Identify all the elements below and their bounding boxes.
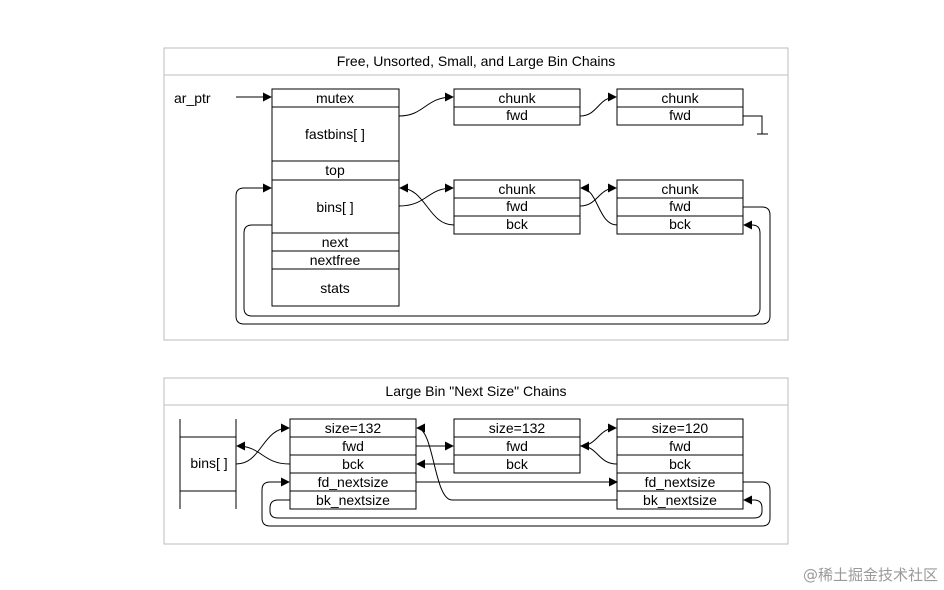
bins-to-chunk1-arrow bbox=[235, 423, 290, 465]
field-top: top bbox=[325, 162, 345, 178]
field-mutex: mutex bbox=[316, 90, 354, 106]
bin-chunk-2: chunk fwd bck bbox=[616, 179, 744, 235]
watermark: @稀土掘金技术社区 bbox=[803, 566, 938, 584]
fast-chunk-1-fwd: fwd bbox=[506, 107, 528, 123]
large-chunk-3-size: size=120 bbox=[652, 420, 709, 436]
field-next: next bbox=[322, 234, 349, 250]
fastbins-to-chunk-arrow bbox=[398, 92, 454, 117]
arena-struct: mutex fastbins[ ] top bins[ ] next nextf… bbox=[271, 88, 400, 307]
large-chunk-1-fwd: fwd bbox=[342, 438, 364, 454]
loop-bck-to-last-chunk bbox=[243, 220, 761, 317]
loop-fwd-back-to-bins bbox=[235, 183, 771, 325]
large-chunk-1-fd-nextsize: fd_nextsize bbox=[318, 474, 389, 490]
bins-bck-arrow bbox=[399, 183, 455, 226]
large-chunk-1-bk-nextsize: bk_nextsize bbox=[316, 492, 390, 508]
large-chunk-3: size=120 fwd bck fd_nextsize bk_nextsize bbox=[616, 418, 744, 510]
field-stats: stats bbox=[320, 280, 350, 296]
field-bins: bins[ ] bbox=[316, 199, 353, 215]
field-nextfree: nextfree bbox=[310, 252, 361, 268]
top-panel-title: Free, Unsorted, Small, and Large Bin Cha… bbox=[337, 53, 616, 69]
bottom-panel-title: Large Bin "Next Size" Chains bbox=[385, 383, 566, 399]
bk-nextsize-to-chunk1-arrow bbox=[416, 423, 617, 501]
fast-chunk-2-fwd: fwd bbox=[669, 107, 691, 123]
fast-chunk-2: chunk fwd bbox=[616, 88, 744, 126]
bottom-panel: Large Bin "Next Size" Chains bins[ ] siz… bbox=[163, 377, 789, 545]
large-chunk-2: size=132 fwd bck bbox=[453, 418, 581, 474]
chunk-bck-arrow bbox=[580, 183, 618, 226]
large-chunk-2-bck: bck bbox=[506, 456, 529, 472]
large-chunk-1-bck: bck bbox=[342, 456, 365, 472]
top-panel: Free, Unsorted, Small, and Large Bin Cha… bbox=[163, 47, 789, 341]
fast-null-terminator bbox=[743, 115, 763, 134]
large-chunk-3-bck: bck bbox=[669, 456, 692, 472]
large-chunk-3-fd-nextsize: fd_nextsize bbox=[645, 474, 716, 490]
bin-chunk-1-bck: bck bbox=[506, 216, 529, 232]
fd-nextsize-wrap-arrow bbox=[261, 477, 771, 527]
chunk3-bck-arrow bbox=[580, 441, 618, 465]
bin-chunk-1-fwd: fwd bbox=[506, 198, 528, 214]
fast-fwd-arrow bbox=[579, 92, 617, 117]
bins-stub-label: bins[ ] bbox=[190, 455, 227, 471]
bin-chunk-2-fwd: fwd bbox=[669, 198, 691, 214]
chunk-fwd-arrow bbox=[579, 183, 617, 207]
ar-ptr-label: ar_ptr bbox=[174, 90, 211, 106]
chunk1-bck-to-bins-arrow bbox=[236, 441, 291, 465]
large-chunk-3-bk-nextsize: bk_nextsize bbox=[643, 492, 717, 508]
bin-chunk-1-chunk: chunk bbox=[498, 181, 536, 197]
bin-chunk-2-chunk: chunk bbox=[661, 181, 699, 197]
large-chunk-1-size: size=132 bbox=[325, 420, 382, 436]
bin-chunk-2-bck: bck bbox=[669, 216, 692, 232]
large-chunk-3-fwd: fwd bbox=[669, 438, 691, 454]
fast-chunk-1-chunk: chunk bbox=[498, 90, 536, 106]
fast-chunk-1: chunk fwd bbox=[453, 88, 581, 126]
bins-fwd-arrow bbox=[398, 183, 454, 207]
field-fastbins: fastbins[ ] bbox=[305, 126, 365, 142]
large-chunk-1: size=132 fwd bck fd_nextsize bk_nextsize bbox=[289, 418, 417, 510]
bk-nextsize-wrap-arrow bbox=[269, 495, 763, 519]
large-chunk-2-size: size=132 bbox=[489, 420, 546, 436]
large-chunk-2-fwd: fwd bbox=[506, 438, 528, 454]
fast-chunk-2-chunk: chunk bbox=[661, 90, 699, 106]
bin-chunk-1: chunk fwd bck bbox=[453, 179, 581, 235]
